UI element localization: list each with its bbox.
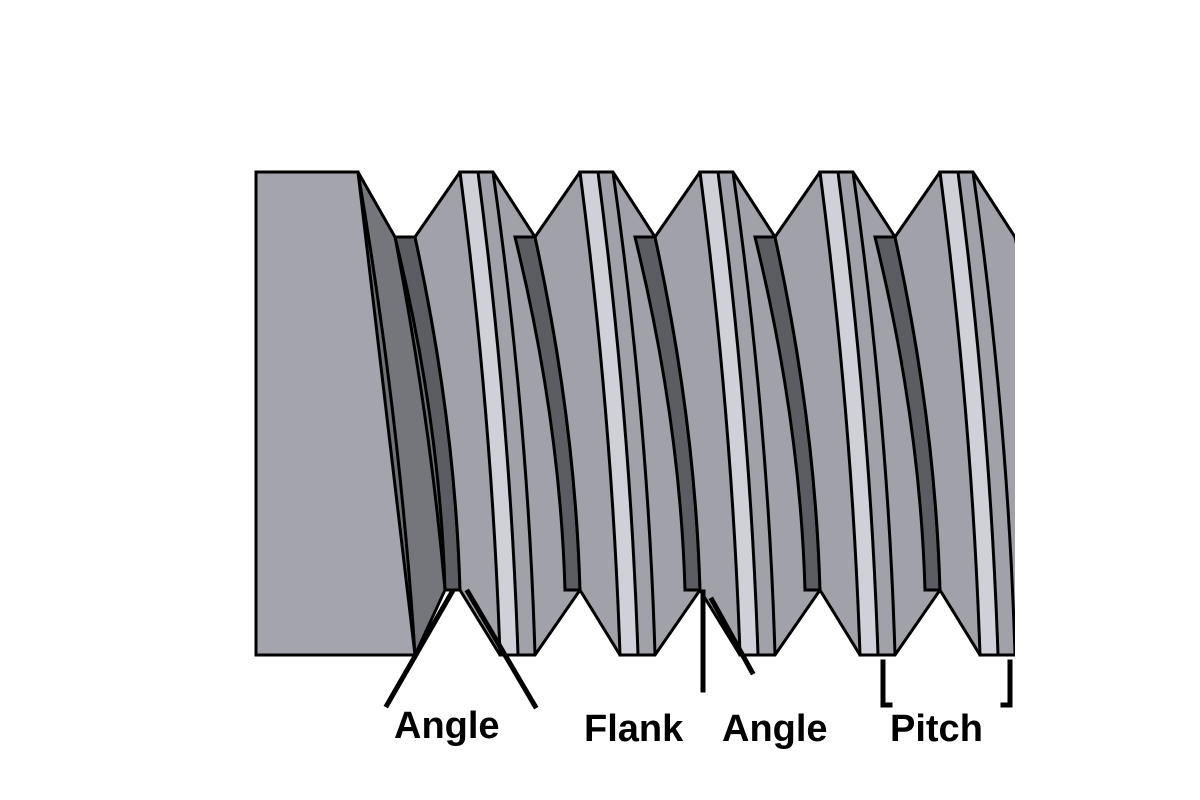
thread-crest [578, 170, 640, 657]
thread-edge [851, 171, 897, 656]
label-flank: Flank [584, 708, 684, 750]
label-pitch: Pitch [890, 708, 983, 750]
pitch-bracket-right [1000, 659, 1013, 708]
thread-edge [731, 171, 777, 656]
thread-edge [491, 171, 537, 656]
thread-crest [458, 170, 520, 657]
angle-leader-right [464, 588, 539, 710]
angle2-leader [708, 596, 756, 676]
thread-crest [698, 170, 760, 657]
label-angle: Angle [394, 705, 500, 747]
pitch-bracket-left [880, 659, 893, 708]
thread-edge [971, 171, 1015, 656]
label-flank-angle: Angle [722, 708, 828, 750]
thread-crest [818, 170, 880, 657]
thread-crest [938, 170, 1000, 657]
thread-edge [611, 171, 657, 656]
angle-leader-left [383, 588, 456, 709]
